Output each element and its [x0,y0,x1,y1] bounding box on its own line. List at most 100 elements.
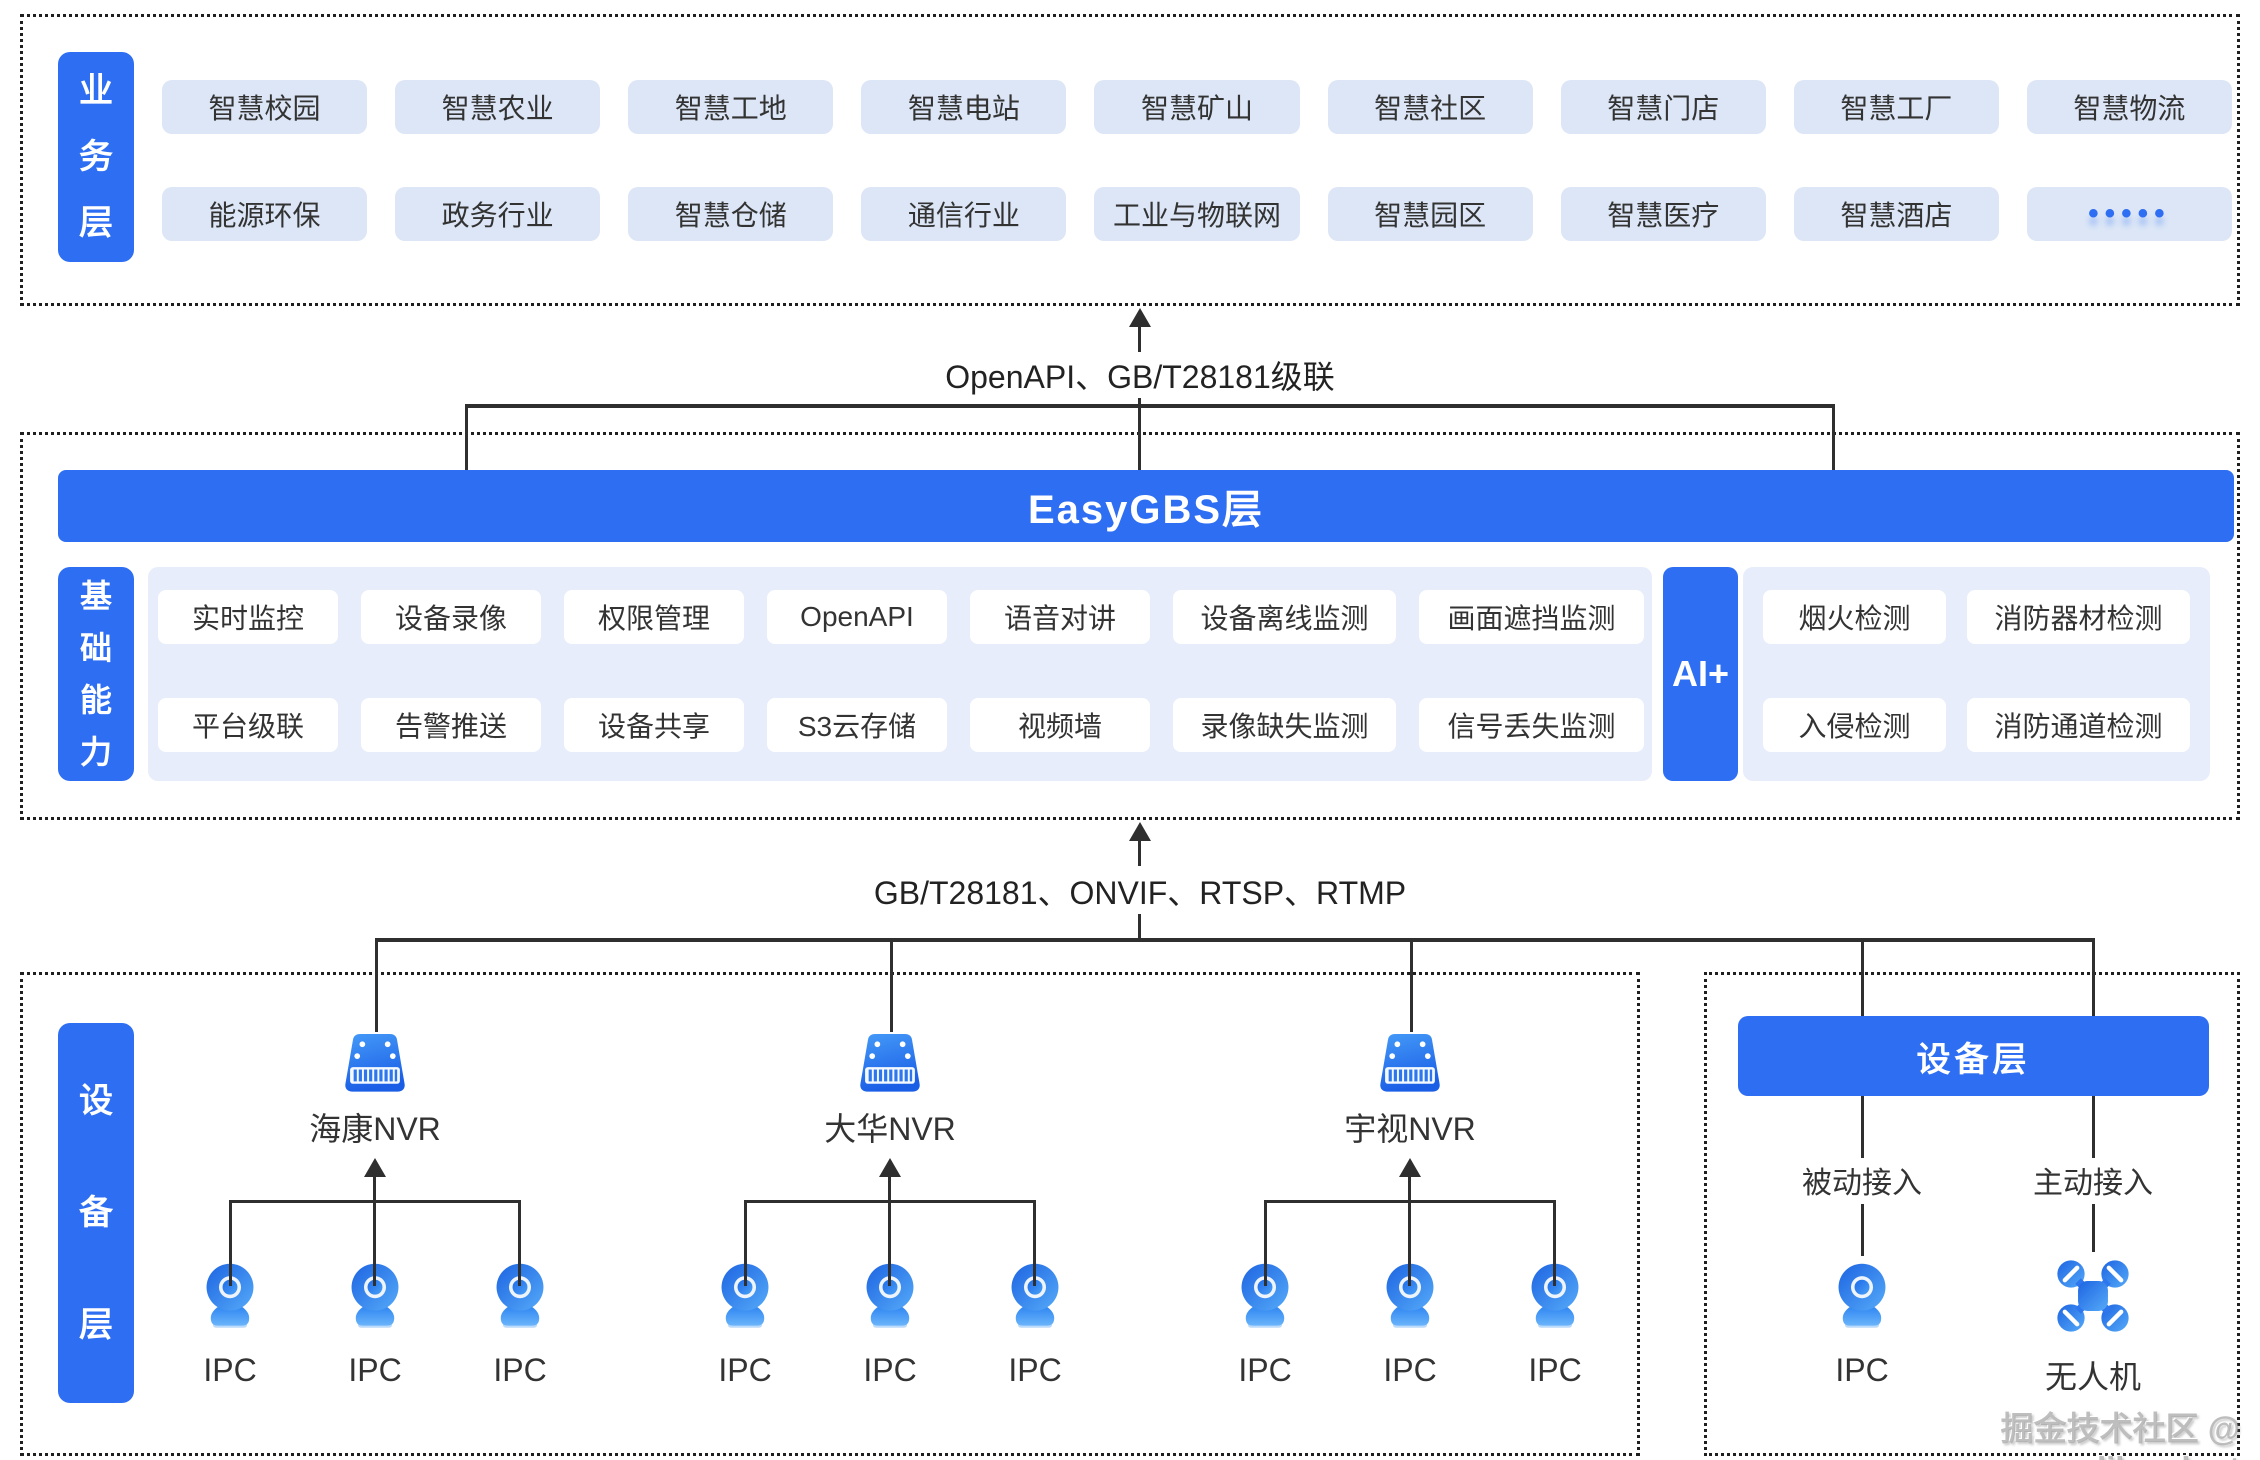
business-chip: 智慧医疗 [1560,187,1766,241]
business-layer-label: 业务层 [58,52,134,262]
ipc-camera-icon [488,1256,552,1334]
nvr-icon [850,1030,930,1098]
ipc-camera-icon [1378,1256,1442,1334]
ai-card: 入侵检测 [1763,698,1946,752]
ai-card: 烟火检测 [1763,590,1946,644]
connector-line [1138,325,1141,352]
access-device-header: 设备层 [1738,1016,2209,1096]
ipc-label: IPC [348,1352,402,1388]
ai-plus-text: AI+ [1671,653,1730,694]
capability-card: 视频墙 [970,698,1150,752]
connector-line [1410,938,1413,1032]
business-chip: 智慧社区 [1327,80,1533,134]
ipc-camera-icon [1830,1256,1894,1334]
nvr-name: 海康NVR [309,1111,441,1147]
capability-card: 实时监控 [158,590,338,644]
capability-card: 设备录像 [361,590,541,644]
capabilities-row-1: 实时监控 设备录像 权限管理 OpenAPI 语音对讲 设备离线监测 画面遮挡监… [158,590,1644,644]
business-chip: 智慧门店 [1560,80,1766,134]
arrow-up-icon [1129,308,1151,327]
nvr-name: 大华NVR [824,1111,956,1147]
connector-line [744,1200,747,1286]
ipc-camera-icon [1523,1256,1587,1334]
capability-card: 权限管理 [564,590,744,644]
easygbs-title: EasyGBS层 [1027,488,1265,532]
capability-card: 告警推送 [361,698,541,752]
easygbs-bar: EasyGBS层 [58,470,2234,542]
capability-card: 画面遮挡监测 [1419,590,1644,644]
business-chip: 能源环保 [162,187,368,241]
arrow-up-icon [1129,822,1151,841]
connector-line [2092,1204,2095,1252]
ipc-label: IPC [863,1352,917,1388]
capability-card: 设备共享 [564,698,744,752]
ipc-camera-icon [198,1256,262,1334]
drone-icon [2049,1252,2137,1340]
capability-card: S3云存储 [767,698,947,752]
active-access-label: 主动接入 [1993,1158,2193,1202]
ipc-label: IPC [1008,1352,1062,1388]
ipc-label: IPC [203,1352,257,1388]
connector-line [1138,839,1141,866]
connector-line [1861,1204,1864,1256]
business-chip: 智慧农业 [395,80,601,134]
connector-line [888,1200,891,1286]
business-chip: 智慧园区 [1327,187,1533,241]
nvr-icon [1370,1030,1450,1098]
ai-plus-label: AI+ [1663,567,1738,781]
connector-line [1553,1200,1556,1286]
ipc-camera-icon [343,1256,407,1334]
capability-card: 设备离线监测 [1173,590,1396,644]
connector-line [890,938,893,1032]
capability-card: 信号丢失监测 [1419,698,1644,752]
business-chip: 工业与物联网 [1094,187,1300,241]
nvr-group-uniview: 宇视NVR [1233,1028,1587,1408]
capability-card: OpenAPI [767,590,947,644]
connector-line [1138,914,1141,940]
arrow-up-icon [364,1158,386,1177]
bottom-link-label: GB/T28181、ONVIF、RTSP、RTMP [873,875,1407,911]
nvr-name: 宇视NVR [1344,1111,1476,1147]
ipc-label: IPC [1383,1352,1437,1388]
more-dots-icon: ••••• [2026,187,2232,241]
ai-row-1: 烟火检测 消防器材检测 [1763,590,2190,644]
access-device-header-text: 设备层 [1916,1040,2031,1079]
access-device-box [1704,972,2240,1456]
connector-line [1264,1200,1267,1286]
business-chip: 政务行业 [395,187,601,241]
business-chip: 智慧工厂 [1793,80,1999,134]
ipc-label: IPC [1528,1352,1582,1388]
connector-line [375,938,2094,942]
business-chip: 智慧矿山 [1094,80,1300,134]
business-layer-box [20,14,2240,306]
ipc-label: IPC [1238,1352,1292,1388]
connector-line [1033,1200,1036,1286]
connector-line [229,1200,232,1286]
arrow-up-icon [879,1158,901,1177]
ipc-camera-icon [858,1256,922,1334]
capability-card: 语音对讲 [970,590,1150,644]
top-link-label: OpenAPI、GB/T28181级联 [945,359,1335,395]
nvr-group-hikvision: 海康NVR [198,1028,552,1408]
nvr-group-dahua: 大华NVR [713,1028,1067,1408]
connector-line [518,1200,521,1286]
ipc-label: IPC [493,1352,547,1388]
ipc-camera-icon [713,1256,777,1334]
business-layer-label-text: 业务层 [79,72,113,242]
nvr-icon [335,1030,415,1098]
connector-line [1138,398,1141,472]
business-chip: 智慧物流 [2026,80,2232,134]
capabilities-label-text: 基础能力 [79,578,112,770]
capability-card: 录像缺失监测 [1173,698,1396,752]
ipc-label: IPC [718,1352,772,1388]
device-layer-label-text: 设备层 [79,1082,113,1344]
business-chip: 智慧仓储 [628,187,834,241]
business-row-1: 智慧校园 智慧农业 智慧工地 智慧电站 智慧矿山 智慧社区 智慧门店 智慧工厂 … [162,80,2232,134]
connector-line [465,404,1835,408]
ipc-label: IPC [1835,1352,1889,1388]
connector-line [375,938,378,1032]
capabilities-label: 基础能力 [58,567,134,781]
business-chip: 智慧电站 [861,80,1067,134]
watermark: 掘金技术社区 @ likeadust [2000,1410,2240,1460]
